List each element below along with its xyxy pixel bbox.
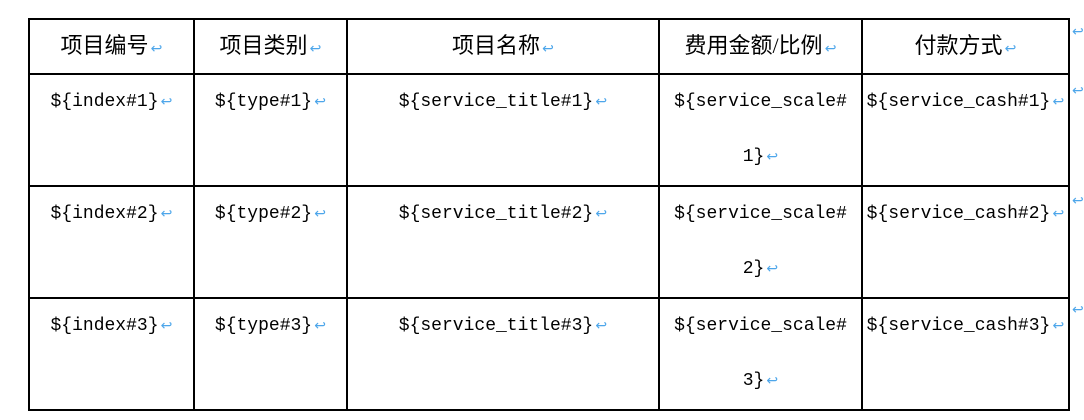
header-cell-title[interactable]: 项目名称↩ [346, 18, 660, 75]
header-cell-cash[interactable]: 付款方式↩ [861, 18, 1070, 75]
cell-index-3[interactable]: ${index#3}↩ [28, 297, 195, 411]
placeholder-text: ${type#3} [214, 316, 313, 336]
paragraph-mark-icon: ↩ [160, 94, 173, 110]
header-cell-index[interactable]: 项目编号↩ [28, 18, 195, 75]
row-end-mark-icon: ↩ [1072, 83, 1084, 99]
table-row-1: ${index#1}↩ ${type#1}↩ ${service_title#1… [28, 73, 1070, 187]
header-label: 项目编号 [60, 33, 149, 58]
paragraph-mark-icon: ↩ [595, 94, 608, 110]
cell-service-cash-1[interactable]: ${service_cash#1}↩ [861, 73, 1070, 187]
paragraph-mark-icon: ↩ [595, 206, 608, 222]
paragraph-mark-icon: ↩ [824, 41, 837, 57]
placeholder-text: ${service_cash#3} [866, 316, 1051, 336]
paragraph-mark-icon: ↩ [1052, 206, 1065, 222]
paragraph-mark-icon: ↩ [766, 149, 779, 165]
row-end-mark-icon: ↩ [1072, 193, 1084, 209]
placeholder-text: ${type#2} [214, 204, 313, 224]
header-label: 付款方式 [914, 33, 1003, 58]
paragraph-mark-icon: ↩ [1052, 318, 1065, 334]
placeholder-text: ${type#1} [214, 92, 313, 112]
row-end-mark-icon: ↩ [1072, 302, 1084, 318]
header-row: 项目编号↩ 项目类别↩ 项目名称↩ 费用金额/比例↩ 付款方式↩ [28, 18, 1070, 75]
table-row-2: ${index#2}↩ ${type#2}↩ ${service_title#2… [28, 185, 1070, 299]
cell-service-title-3[interactable]: ${service_title#3}↩ [346, 297, 660, 411]
service-items-table: 项目编号↩ 项目类别↩ 项目名称↩ 费用金额/比例↩ 付款方式↩ ${index… [28, 18, 1070, 411]
placeholder-text: ${index#2} [50, 204, 159, 224]
placeholder-text: ${service_scale#2} [674, 204, 847, 279]
header-label: 项目类别 [219, 33, 308, 58]
paragraph-mark-icon: ↩ [309, 41, 322, 57]
paragraph-mark-icon: ↩ [766, 373, 779, 389]
placeholder-text: ${service_title#1} [398, 92, 594, 112]
placeholder-text: ${index#3} [50, 316, 159, 336]
paragraph-mark-icon: ↩ [1052, 94, 1065, 110]
paragraph-mark-icon: ↩ [1004, 41, 1017, 57]
cell-service-title-1[interactable]: ${service_title#1}↩ [346, 73, 660, 187]
header-label: 费用金额/比例 [684, 33, 823, 58]
cell-service-cash-2[interactable]: ${service_cash#2}↩ [861, 185, 1070, 299]
paragraph-mark-icon: ↩ [150, 41, 163, 57]
cell-service-title-2[interactable]: ${service_title#2}↩ [346, 185, 660, 299]
cell-service-scale-3[interactable]: ${service_scale#3}↩ [658, 297, 863, 411]
cell-type-1[interactable]: ${type#1}↩ [193, 73, 348, 187]
paragraph-mark-icon: ↩ [160, 206, 173, 222]
paragraph-mark-icon: ↩ [314, 94, 326, 110]
placeholder-text: ${service_cash#2} [866, 204, 1051, 224]
placeholder-text: ${service_scale#3} [674, 316, 847, 391]
table-row-3: ${index#3}↩ ${type#3}↩ ${service_title#3… [28, 297, 1070, 411]
paragraph-mark-icon: ↩ [314, 318, 326, 334]
cell-index-2[interactable]: ${index#2}↩ [28, 185, 195, 299]
paragraph-mark-icon: ↩ [595, 318, 608, 334]
paragraph-mark-icon: ↩ [766, 261, 779, 277]
placeholder-text: ${service_title#3} [398, 316, 594, 336]
placeholder-text: ${service_title#2} [398, 204, 594, 224]
placeholder-text: ${service_scale#1} [674, 92, 847, 167]
paragraph-mark-icon: ↩ [314, 206, 326, 222]
paragraph-mark-icon: ↩ [542, 41, 554, 57]
cell-type-3[interactable]: ${type#3}↩ [193, 297, 348, 411]
header-cell-type[interactable]: 项目类别↩ [193, 18, 348, 75]
cell-index-1[interactable]: ${index#1}↩ [28, 73, 195, 187]
cell-service-cash-3[interactable]: ${service_cash#3}↩ [861, 297, 1070, 411]
placeholder-text: ${index#1} [50, 92, 159, 112]
cell-service-scale-1[interactable]: ${service_scale#1}↩ [658, 73, 863, 187]
row-end-mark-icon: ↩ [1072, 24, 1084, 40]
cell-service-scale-2[interactable]: ${service_scale#2}↩ [658, 185, 863, 299]
header-label: 项目名称 [451, 33, 540, 58]
header-cell-scale[interactable]: 费用金额/比例↩ [658, 18, 863, 75]
cell-type-2[interactable]: ${type#2}↩ [193, 185, 348, 299]
placeholder-text: ${service_cash#1} [866, 92, 1051, 112]
paragraph-mark-icon: ↩ [160, 318, 173, 334]
